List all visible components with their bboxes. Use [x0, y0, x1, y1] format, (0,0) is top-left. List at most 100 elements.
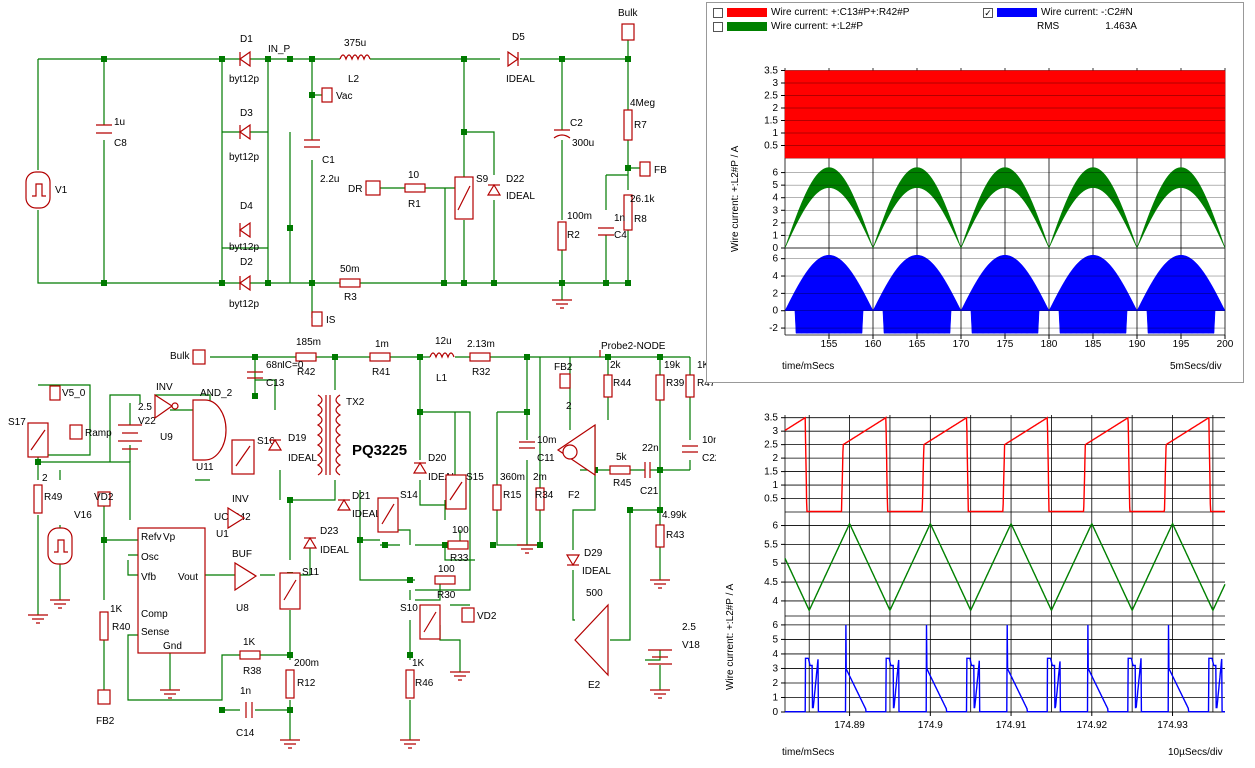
- legend-red-checkbox[interactable]: [713, 7, 723, 18]
- d4-diode[interactable]: [238, 221, 251, 239]
- v16-source[interactable]: [47, 527, 73, 565]
- c14-capacitor[interactable]: [245, 702, 253, 718]
- r1-resistor[interactable]: [404, 183, 426, 193]
- legend-green-checkbox[interactable]: [713, 21, 723, 32]
- c8-capacitor[interactable]: [96, 124, 112, 134]
- u9-inverter[interactable]: [154, 393, 179, 420]
- d3-diode[interactable]: [238, 123, 251, 141]
- l1-label: L1: [436, 373, 448, 384]
- bot-series-2-trace: [785, 624, 1225, 713]
- d29-diode[interactable]: [565, 554, 581, 567]
- c22-capacitor[interactable]: [682, 445, 698, 453]
- r47-resistor[interactable]: [685, 374, 695, 398]
- r41-resistor[interactable]: [369, 352, 391, 362]
- top-y-tick-label: 4: [772, 271, 778, 282]
- r12-resistor[interactable]: [285, 669, 295, 699]
- dr-source[interactable]: [365, 180, 381, 196]
- l2-inductor[interactable]: [339, 54, 371, 61]
- d23-diode[interactable]: [302, 536, 318, 549]
- d23-label: D23: [320, 526, 339, 537]
- r45-label: R45: [613, 478, 632, 489]
- r42-resistor[interactable]: [295, 352, 317, 362]
- legend-item-blue[interactable]: ✓ Wire current: -:C2#N: [983, 7, 1133, 18]
- r34-resistor[interactable]: [535, 487, 545, 511]
- v1-source[interactable]: [25, 171, 51, 209]
- r49-resistor[interactable]: [33, 484, 43, 514]
- d20-diode[interactable]: [412, 461, 428, 474]
- r39-resistor[interactable]: [655, 374, 665, 401]
- u11-and-gate[interactable]: [192, 399, 227, 461]
- r43-resistor[interactable]: [655, 524, 665, 548]
- legend-item-red[interactable]: Wire current: +:C13#P+:R42#P: [713, 7, 909, 18]
- bulk-probe-bottom[interactable]: [192, 349, 206, 365]
- r40-resistor[interactable]: [99, 611, 109, 641]
- r45-value: 5k: [616, 452, 628, 463]
- is-probe[interactable]: [311, 311, 323, 327]
- pin-osc: Osc: [141, 552, 159, 563]
- fb2-top-probe[interactable]: [559, 373, 571, 389]
- u8-buffer[interactable]: [234, 561, 258, 592]
- rms-readout: RMS 1.463A: [1037, 21, 1137, 32]
- vac-probe[interactable]: [321, 87, 333, 103]
- d2-value: byt12p: [229, 299, 259, 310]
- bulk-probe-top[interactable]: [621, 23, 635, 41]
- ramp-probe[interactable]: [69, 424, 83, 440]
- d2-diode[interactable]: [238, 274, 251, 292]
- r43-label: R43: [666, 530, 685, 541]
- c21-capacitor[interactable]: [644, 462, 651, 478]
- c22-label: C22: [702, 453, 721, 464]
- tx2-transformer[interactable]: [316, 394, 342, 476]
- top-y-tick-label: 3: [772, 78, 778, 89]
- r32-resistor[interactable]: [469, 352, 491, 362]
- ground-icon: [552, 299, 572, 309]
- r45-resistor[interactable]: [609, 465, 631, 475]
- top-y-tick-label: 0: [772, 306, 778, 317]
- d21-diode[interactable]: [336, 498, 352, 511]
- r38-resistor[interactable]: [239, 650, 261, 660]
- r2-resistor[interactable]: [557, 221, 567, 251]
- c2-capacitor[interactable]: [553, 129, 571, 139]
- r15-resistor[interactable]: [492, 484, 502, 511]
- c13-value: 68n: [266, 360, 283, 371]
- v22-battery[interactable]: [118, 424, 142, 450]
- c1-capacitor[interactable]: [304, 139, 320, 148]
- bot-y-tick-label: 2.5: [764, 440, 778, 451]
- c11-capacitor[interactable]: [519, 441, 535, 449]
- fb2-bottom-probe[interactable]: [97, 689, 111, 705]
- fb-probe[interactable]: [639, 161, 651, 177]
- top-y-tick-label: 2.5: [764, 91, 778, 102]
- inv-mid-gate[interactable]: [227, 506, 246, 530]
- f2-source[interactable]: [556, 423, 596, 477]
- r7-resistor[interactable]: [623, 109, 633, 141]
- d22-diode[interactable]: [486, 183, 502, 196]
- l1-inductor[interactable]: [429, 352, 455, 359]
- c13-capacitor[interactable]: [247, 371, 263, 379]
- v18-battery[interactable]: [648, 649, 672, 665]
- v5-probe[interactable]: [49, 385, 61, 401]
- c4-capacitor[interactable]: [598, 227, 614, 236]
- ground-icon: [28, 544, 670, 749]
- r30-resistor[interactable]: [434, 575, 456, 585]
- r46-resistor[interactable]: [405, 669, 415, 699]
- top-x-tick-label: 180: [1041, 339, 1058, 350]
- v1-label: V1: [55, 185, 68, 196]
- legend-blue-checkbox[interactable]: ✓: [983, 7, 993, 18]
- r44-value: 2k: [610, 360, 622, 371]
- vd2-right-probe[interactable]: [461, 607, 475, 623]
- e2-amplifier[interactable]: [574, 603, 609, 677]
- bulk-label-top: Bulk: [618, 8, 638, 19]
- r41-value: 1m: [375, 339, 389, 350]
- vd2-left-probe[interactable]: [97, 491, 111, 507]
- r8-resistor[interactable]: [623, 194, 633, 231]
- legend-item-green[interactable]: Wire current: +:L2#P: [713, 21, 863, 32]
- d1-diode[interactable]: [238, 50, 251, 68]
- r44-resistor[interactable]: [603, 374, 613, 398]
- d5-diode[interactable]: [507, 50, 520, 68]
- d19-diode[interactable]: [267, 438, 283, 451]
- inv-top-label: INV: [156, 382, 173, 393]
- r33-resistor[interactable]: [447, 540, 469, 550]
- top-x-tick-label: 175: [997, 339, 1014, 350]
- r3-resistor[interactable]: [339, 278, 361, 288]
- u1-uc3842-chip[interactable]: [137, 527, 206, 654]
